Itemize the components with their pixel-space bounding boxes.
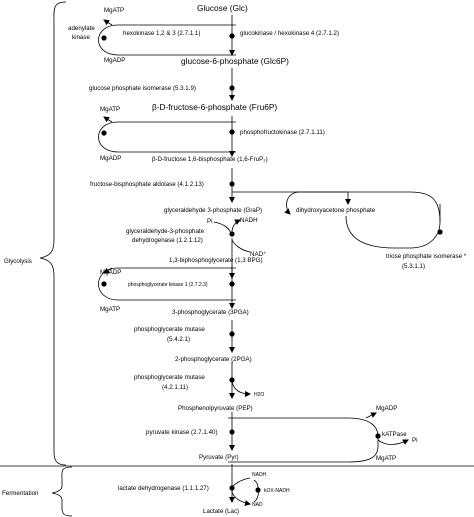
enzyme-hexokinase: hexokinase 1,2 & 3 (2.7.1.1) (123, 30, 200, 37)
gapdh-node (229, 231, 235, 237)
tpi-loop (284, 191, 443, 249)
cofactor-mgadp-1: MgADP (104, 57, 125, 64)
adenylate-kinase-label-1: adenylate (68, 25, 95, 32)
enzyme-gapdh-2: dehydrogenase (1.2.1.12) (132, 237, 203, 244)
fermentation-label: Fermentation (2, 490, 39, 497)
enzyme-pgm-b-2: (4.2.1.11) (162, 384, 188, 391)
cofactor-mgatp-4: MgATP (376, 455, 396, 462)
cofactor-mgatp-3: MgATP (100, 306, 120, 313)
metabolite-fru6p: β-D-fructose-6-phosphate (Fru6P) (152, 102, 277, 112)
enzyme-gapdh-1: glyceraldehyde-3-phosphate (126, 228, 205, 235)
enzyme-gpi: glucose phosphate isomerase (5.3.1.9) (89, 85, 196, 92)
cofactor-h2o: H2O (254, 392, 264, 398)
glycolysis-label: Glycolysis (4, 258, 32, 265)
enzyme-ldh: lactate dehydrogenase (1.1.1.27) (118, 485, 209, 492)
metabolite-glc: Glucose (Glc) (197, 3, 248, 13)
metabolite-fru16bp: β-D-fructose 1,6-bisphosphate (1,6-FruP₂… (152, 156, 268, 163)
enzyme-tpi-2: (5.3.1.1) (402, 263, 425, 270)
gapdh-pi-arc (213, 221, 233, 237)
metabolite-glc6p: glucose-6-phosphate (Glc6P) (181, 56, 289, 66)
cofactor-mgadp-2: MgADP (100, 155, 121, 162)
enzyme-aldolase: fructose-bisphosphate aldolase (4.1.2.13… (90, 181, 204, 188)
metabolite-dhap: dihydroxyacetone phosphate (296, 207, 376, 214)
pfk-cycle-loop (98, 116, 236, 153)
metabolite-pga2: 2-phosphoglycerate (2PGA) (175, 356, 252, 363)
cofactor-mgadp-4: MgADP (376, 405, 397, 412)
enzyme-katpase: kATPase (382, 431, 407, 438)
pgk-cycle-loop (98, 267, 236, 301)
aldolase-node (229, 181, 235, 187)
pk-katpase-loop (228, 412, 381, 463)
cofactor-mgatp-1: MgATP (104, 7, 124, 14)
enzyme-pgm-a-2: (5.4.2.1) (167, 336, 190, 343)
cofactor-mgadp-3: MgADP (100, 269, 121, 276)
gapdh-nad-arc (231, 239, 251, 253)
ldh-cycle-loop (229, 477, 261, 506)
enzyme-pk: pyruvate kinase (2.7.1.40) (146, 429, 218, 436)
cofactor-pi-1: Pi (207, 218, 213, 225)
metabolite-lac: Lactate (Lac) (203, 508, 239, 515)
cofactor-kox-nadh: kOX-NADH (264, 488, 290, 494)
cofactor-nad-plus: NAD⁺ (250, 251, 266, 258)
pgm-b-node (229, 377, 235, 383)
h2o-release-arc (231, 381, 251, 397)
cofactor-nad: NAD (252, 502, 263, 508)
enzyme-tpi-1: triose phosphate isomerase * (386, 253, 467, 260)
enzyme-pgk: phosphoglycerate kinase 1 (2.7.2.3) (128, 282, 208, 288)
metabolite-bpg: 1,3-biphosphoglycerate (1,3 BPG) (169, 257, 263, 264)
enzyme-pgm-b-1: phosphoglycerate mutase (134, 374, 205, 381)
metabolite-grap: glyceraldehyde 3-phosphate (GraP) (164, 207, 262, 214)
glycolysis-brace (39, 1, 67, 466)
enzyme-glucokinase: glucokinase / hexokinase 4 (2.7.1.2) (240, 30, 339, 37)
enzyme-pfk: phosphofructokinase (2.7.1.11) (240, 129, 325, 136)
katpase-pi-arc (377, 439, 409, 445)
metabolite-pyr: Pyruvate (Pyr) (199, 454, 239, 461)
hexokinase-cycle-loop (98, 19, 236, 56)
metabolite-pga3: 3-phosphoglycerate (3PGA) (172, 309, 249, 316)
metabolite-pep: Phosphenolpyruvate (PEP) (178, 405, 253, 412)
cofactor-nadh-1: NADH (240, 217, 258, 224)
aldolase-to-dhap-arrow (232, 191, 351, 205)
cofactor-nadh-2: NADH (252, 472, 267, 478)
cofactor-pi-2: Pi (412, 437, 418, 444)
pgm-a-node (229, 331, 235, 337)
enzyme-pgm-a-1: phosphoglycerate mutase (134, 326, 205, 333)
gapdh-nadh-arc (231, 219, 241, 233)
fermentation-brace (51, 466, 73, 517)
gpi-node (229, 85, 235, 91)
adenylate-kinase-label-2: kinase (72, 34, 90, 41)
cofactor-mgatp-2: MgATP (100, 106, 120, 113)
